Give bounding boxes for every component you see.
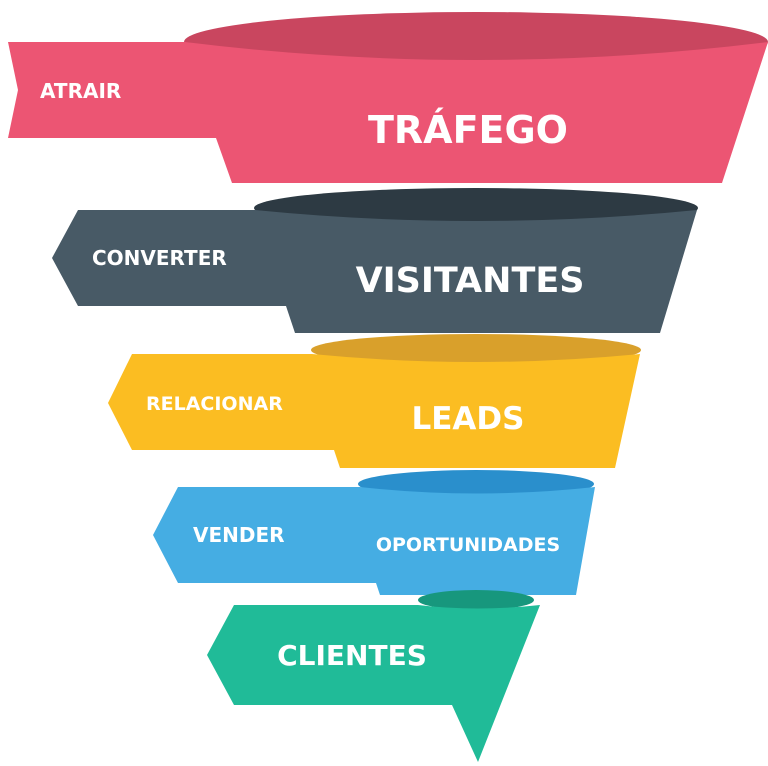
stage-action-label: VENDER: [193, 523, 285, 547]
stage-top-rim: [254, 188, 698, 228]
funnel-stage-trafego: ATRAIR TRÁFEGO: [8, 12, 768, 183]
stage-top-rim: [358, 470, 594, 498]
stage-top-rim: [418, 590, 534, 610]
stage-band: [153, 487, 595, 595]
stage-action-label: RELACIONAR: [146, 393, 283, 415]
stage-band: [8, 42, 768, 183]
stage-band: [207, 605, 540, 762]
funnel-stage-oportunidades: VENDER OPORTUNIDADES: [153, 470, 595, 595]
funnel-stage-clientes: CLIENTES: [207, 590, 540, 762]
stage-action-label: ATRAIR: [40, 79, 121, 103]
stage-band: [52, 210, 697, 333]
funnel-stage-visitantes: CONVERTER VISITANTES: [52, 188, 698, 333]
stage-band: [108, 354, 640, 468]
funnel-stage-leads: RELACIONAR LEADS: [108, 334, 641, 468]
stage-top-rim: [311, 334, 641, 366]
stage-label: TRÁFEGO: [368, 108, 568, 152]
stage-label: VISITANTES: [356, 261, 585, 301]
stage-label: OPORTUNIDADES: [376, 534, 560, 556]
stage-label: CLIENTES: [277, 639, 427, 672]
stage-label: LEADS: [412, 401, 525, 437]
stage-action-label: CONVERTER: [92, 246, 227, 270]
